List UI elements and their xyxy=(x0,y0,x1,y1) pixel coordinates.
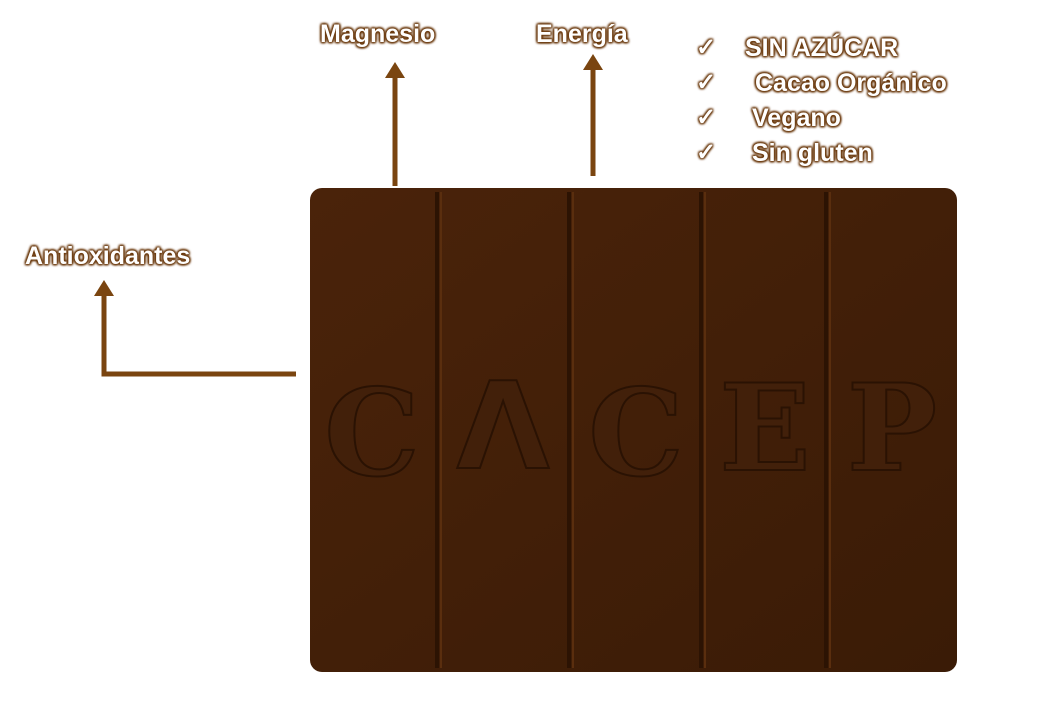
benefit-item: Sin gluten xyxy=(752,139,873,167)
bar-grooves xyxy=(435,192,828,668)
embossed-logo: C Λ C E P xyxy=(323,357,938,505)
svg-text:E: E xyxy=(719,358,810,499)
chocolate-bar: C Λ C E P xyxy=(310,188,957,672)
svg-text:C: C xyxy=(588,363,684,504)
check-icon: ✓ xyxy=(696,69,717,96)
arrows xyxy=(100,62,597,377)
svg-text:C: C xyxy=(324,363,420,504)
antioxidantes-arrow xyxy=(100,288,296,377)
benefit-item: Vegano xyxy=(752,104,841,132)
magnesio-label: Magnesio xyxy=(320,20,436,48)
svg-text:Λ: Λ xyxy=(457,358,550,497)
check-icon: ✓ xyxy=(696,139,717,166)
antioxidantes-label: Antioxidantes xyxy=(25,242,191,270)
groove-highlights xyxy=(440,192,831,668)
benefit-item: Cacao Orgánico xyxy=(755,69,947,97)
check-icon: ✓ xyxy=(696,34,717,61)
energia-label: Energía xyxy=(536,20,628,48)
svg-text:P: P xyxy=(847,358,937,499)
benefit-item: SIN AZÚCAR xyxy=(745,34,899,62)
check-icon: ✓ xyxy=(696,104,717,131)
